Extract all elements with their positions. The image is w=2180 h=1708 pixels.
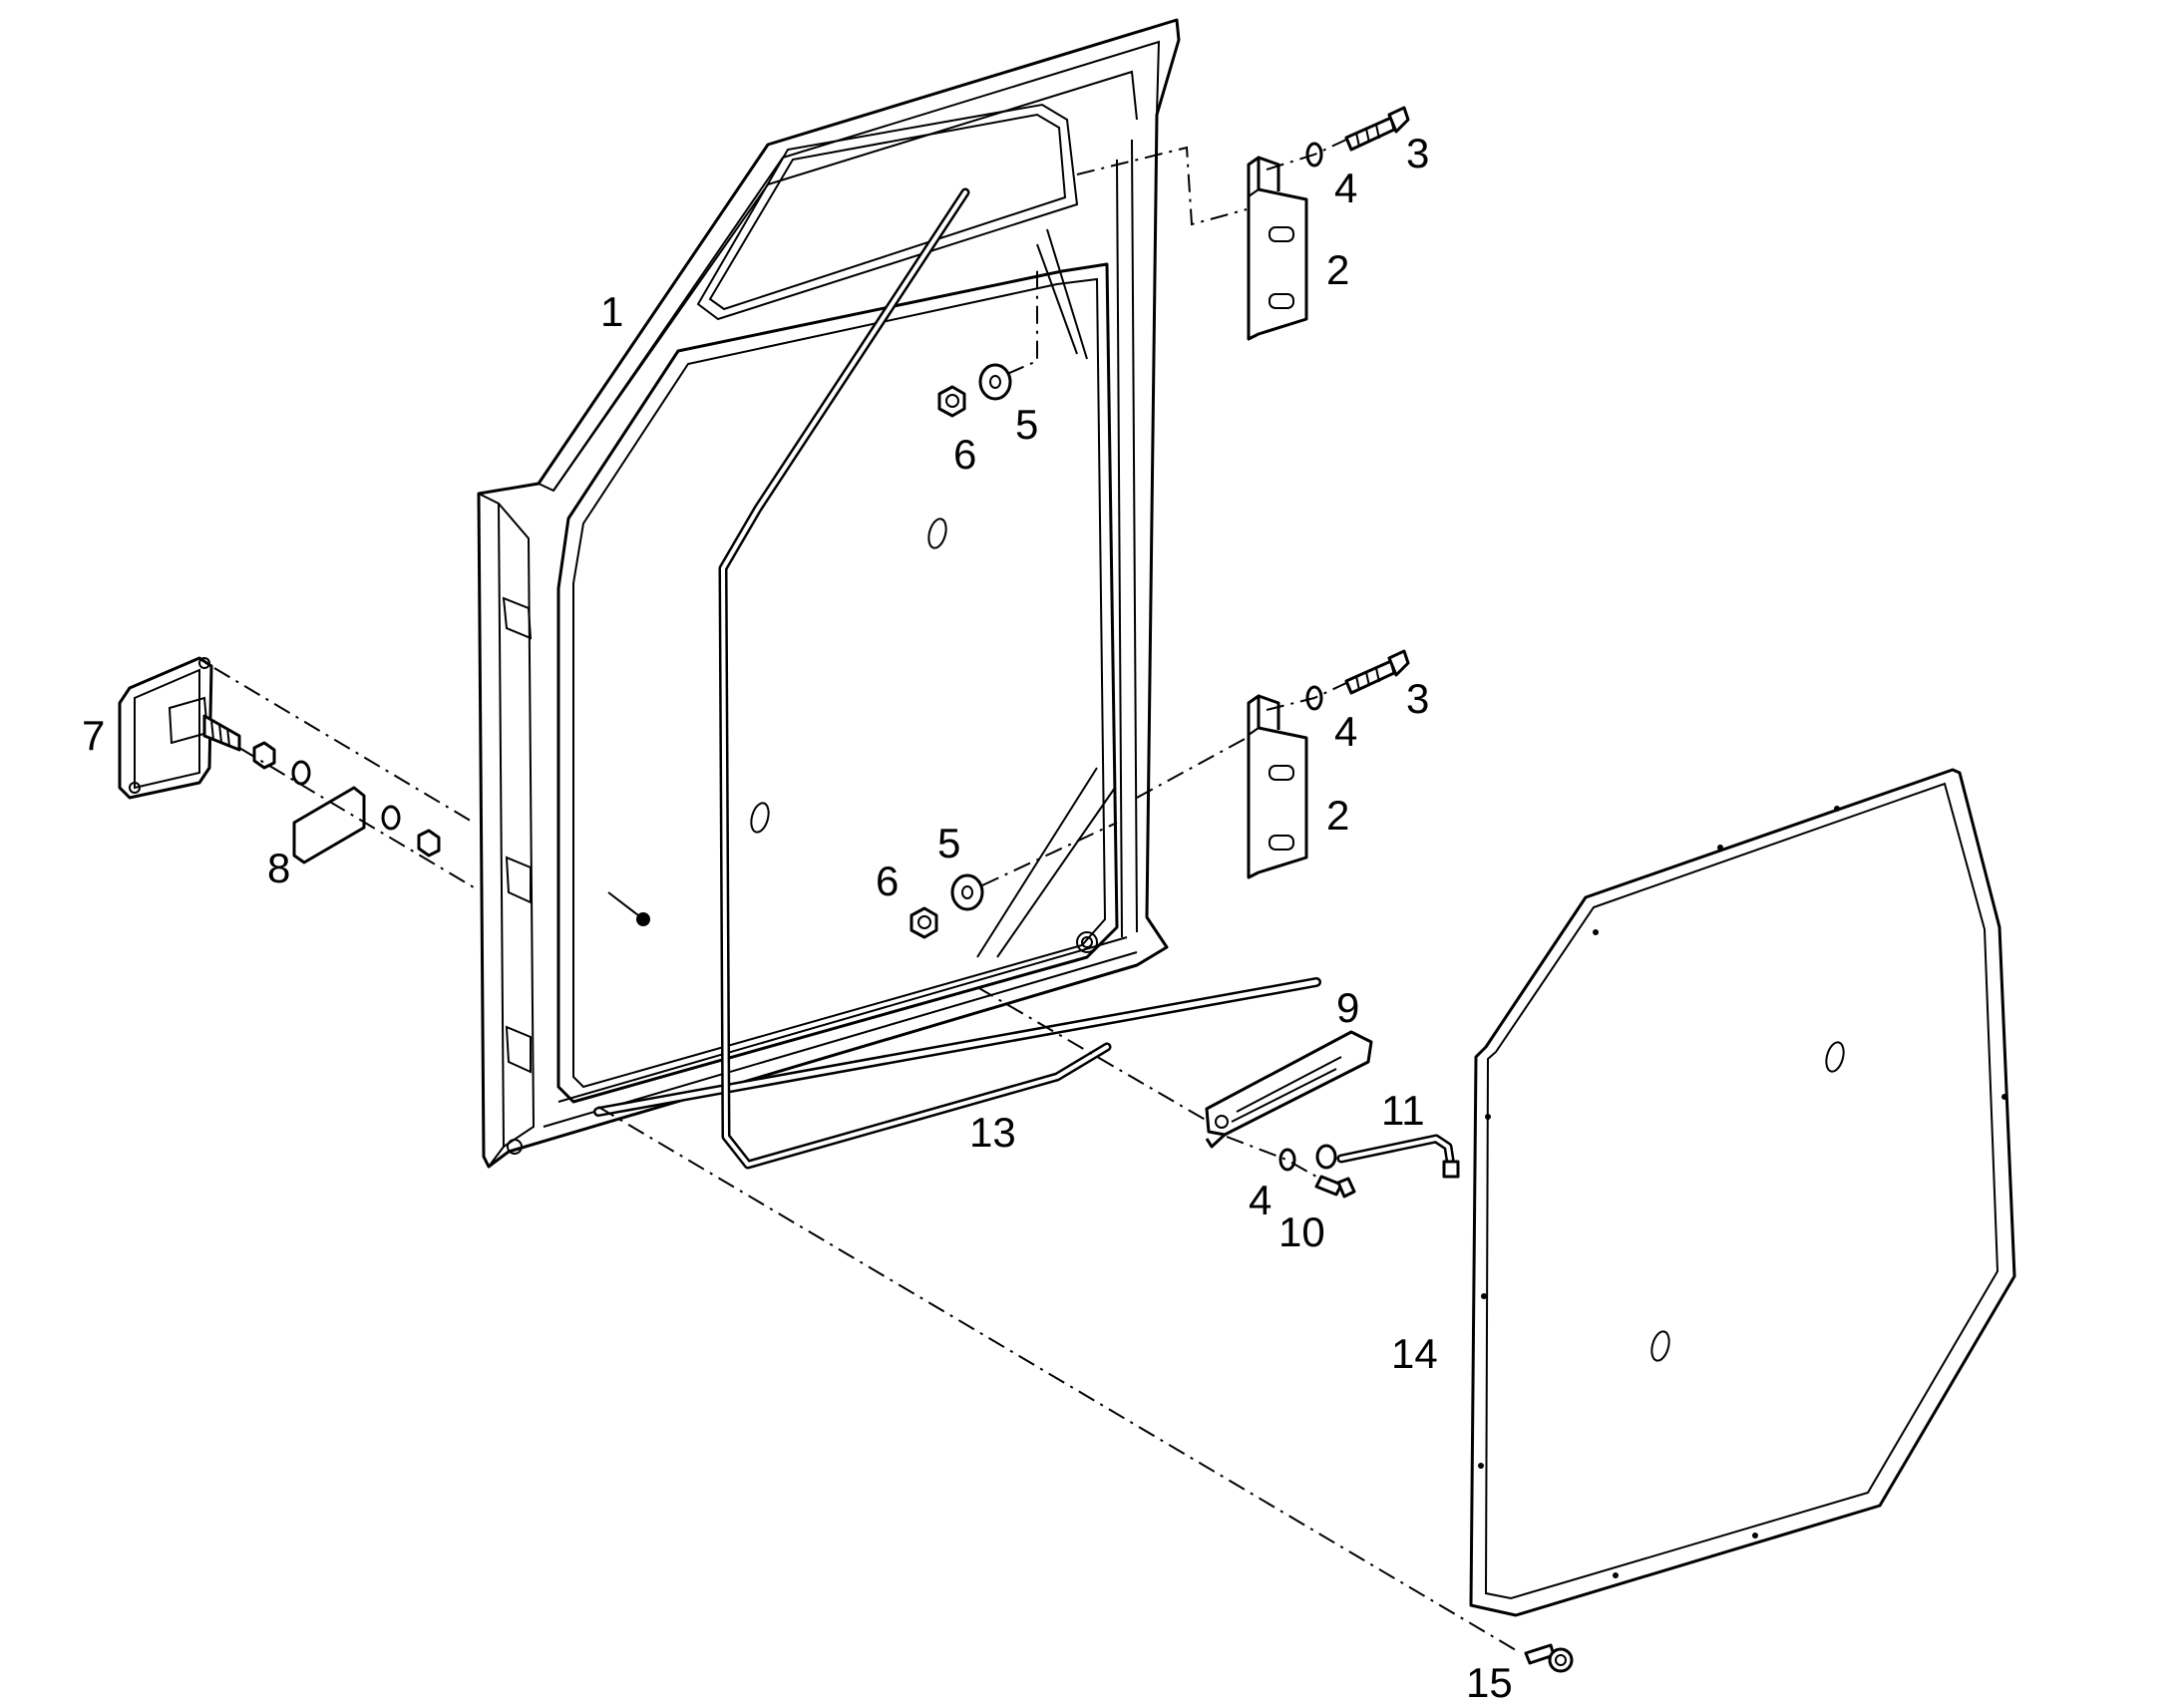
callout-6-upper: 6	[953, 431, 976, 478]
hinge-bracket-lower	[1247, 694, 1308, 879]
callout-labels: 1 2 2 3 3 4 4 4 5 5 6 6 7 8 9 10 11 13 1…	[82, 130, 1513, 1706]
callout-14: 14	[1391, 1330, 1438, 1377]
assembly-lines	[213, 139, 1517, 1651]
washer-nut-upper	[937, 363, 1012, 418]
callout-3-lower: 3	[1406, 675, 1429, 722]
callout-13: 13	[969, 1109, 1016, 1156]
lower-weatherstrip	[593, 977, 1321, 1117]
mounting-plate	[292, 786, 441, 864]
callout-3-upper: 3	[1406, 130, 1429, 176]
callout-4-lower: 4	[1249, 1177, 1272, 1223]
callout-7: 7	[82, 712, 105, 759]
callout-8: 8	[267, 845, 290, 891]
hinge-bracket-upper	[1247, 156, 1308, 341]
screw	[1314, 1175, 1356, 1198]
mirror-assembly	[118, 656, 311, 800]
washer-nut-lower	[909, 873, 984, 939]
callout-2-upper: 2	[1326, 246, 1349, 293]
bolt-lower	[1344, 649, 1410, 695]
callout-11: 11	[1381, 1087, 1425, 1134]
door-stud	[607, 891, 650, 926]
washer-link	[1278, 1148, 1296, 1172]
door-frame	[477, 18, 1181, 1169]
callout-10: 10	[1278, 1208, 1325, 1255]
callout-6-lower: 6	[876, 857, 899, 904]
callout-4-middle: 4	[1334, 708, 1357, 755]
bolt-upper	[1344, 106, 1410, 152]
callout-15: 15	[1466, 1659, 1513, 1706]
callout-4-upper: 4	[1334, 165, 1357, 211]
callout-2-lower: 2	[1326, 792, 1349, 839]
inner-trim-panel	[1469, 768, 2016, 1617]
panel-clip	[1524, 1643, 1574, 1673]
door-seal	[718, 187, 1112, 1170]
callout-9: 9	[1336, 984, 1359, 1031]
callout-5-upper: 5	[1015, 401, 1038, 448]
callout-5-lower: 5	[937, 820, 960, 866]
check-link	[1205, 1030, 1373, 1149]
callout-1: 1	[600, 288, 623, 335]
link-rod	[1315, 1134, 1460, 1179]
